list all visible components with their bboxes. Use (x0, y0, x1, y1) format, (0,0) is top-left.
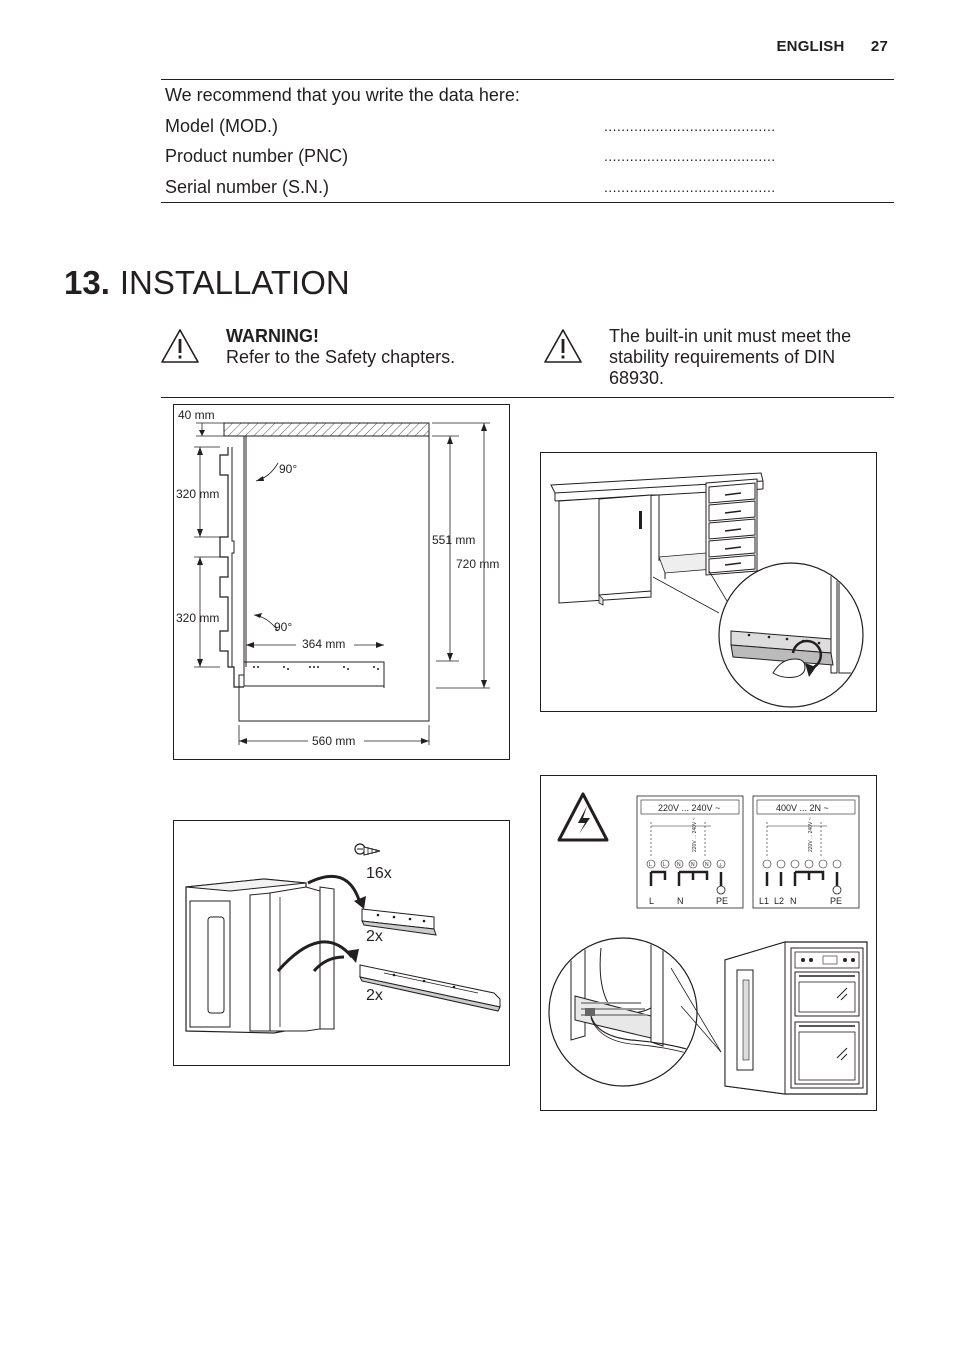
data-blank: ........................................ (604, 148, 776, 164)
scheme1-title: 220V ... 240V ~ (658, 803, 720, 813)
screw-icon (354, 843, 381, 856)
page-header: ENGLISH 27 (776, 38, 888, 55)
scheme2-terminal: PE (830, 896, 842, 906)
warning-text: Refer to the Safety chapters. (226, 347, 456, 367)
terminal-letter: N (691, 862, 695, 868)
section-divider (161, 397, 894, 398)
data-intro: We recommend that you write the data her… (165, 85, 520, 105)
dim-bracket-width: 364 mm (302, 637, 345, 651)
dim-lower-spacing: 320 mm (176, 611, 219, 625)
page-number: 27 (870, 38, 888, 55)
figure-oven-rails: 16x 2x 2x (173, 820, 510, 1066)
terminal-letter: ⏚ (718, 862, 723, 869)
dim-upper-spacing: 320 mm (176, 487, 219, 501)
dim-inner-height: 551 mm (432, 533, 475, 547)
terminal-letter: N (677, 862, 681, 868)
terminal-letter: L (663, 862, 666, 868)
warning-triangle-icon (161, 329, 199, 363)
figure-cabinet-rail-mount (540, 452, 877, 712)
data-row-serial: Serial number (S.N.) ...................… (161, 172, 894, 203)
warning-stability: The built-in unit must meet the stabilit… (543, 326, 903, 390)
scheme2-terminal: N (790, 896, 797, 906)
screws-quantity: 16x (366, 865, 392, 882)
data-blank: ........................................ (604, 178, 776, 195)
header-language: ENGLISH (776, 38, 845, 55)
scheme2-mid-label: 220V ... 240V ~ (808, 817, 814, 852)
wiring-illustration: 220V ... 240V ~ 220V ... 240V ~ L L N N … (548, 792, 868, 1095)
section-title: 13.INSTALLATION (64, 264, 350, 302)
scheme2-title: 400V ... 2N ~ (776, 803, 829, 813)
data-label: Serial number (S.N.) (165, 176, 330, 197)
rails-illustration: 16x 2x 2x (185, 843, 501, 1034)
scheme1-terminal: PE (716, 896, 728, 906)
data-label: Product number (PNC) (165, 146, 349, 166)
terminal-letter: N (705, 862, 709, 868)
high-voltage-icon (557, 792, 609, 842)
data-row-model: Model (MOD.) ...........................… (161, 111, 894, 142)
warning-triangle-icon (544, 329, 582, 363)
scheme1-terminal: L (649, 896, 654, 906)
cabinet-illustration (550, 472, 864, 708)
dim-total-height: 720 mm (456, 557, 499, 571)
brackets-quantity: 2x (366, 928, 383, 945)
dim-angle-upper: 90° (279, 462, 297, 476)
scheme2-terminal: L2 (774, 896, 784, 906)
scheme2-terminal: L1 (759, 896, 769, 906)
data-row-pnc: Product number (PNC) ...................… (161, 141, 894, 172)
scheme1-mid-label: 220V ... 240V ~ (692, 817, 698, 852)
dim-total-width: 560 mm (312, 734, 355, 748)
warning-text: The built-in unit must meet the stabilit… (609, 326, 852, 388)
dimension-drawing: 40 mm 320 mm 320 mm 90° 90° 364 mm 551 m… (176, 408, 499, 748)
scheme1-terminal: N (677, 896, 684, 906)
section-heading: INSTALLATION (119, 264, 350, 301)
dim-top-gap: 40 mm (178, 408, 215, 422)
section-number: 13. (64, 264, 110, 301)
terminal-letter: L (649, 862, 652, 868)
data-intro-row: We recommend that you write the data her… (161, 80, 894, 111)
warning-safety: WARNING! Refer to the Safety chapters. (160, 326, 520, 386)
data-label: Model (MOD.) (165, 115, 279, 136)
figure-electrical-connection: 220V ... 240V ~ 220V ... 240V ~ L L N N … (540, 775, 877, 1111)
rails-quantity: 2x (366, 987, 383, 1004)
figure-cabinet-dimensions: 40 mm 320 mm 320 mm 90° 90° 364 mm 551 m… (173, 404, 510, 760)
warning-title: WARNING! (226, 326, 319, 346)
product-data-table: We recommend that you write the data her… (161, 79, 894, 203)
data-blank: ........................................ (604, 117, 776, 134)
dim-angle-lower: 90° (274, 620, 292, 634)
